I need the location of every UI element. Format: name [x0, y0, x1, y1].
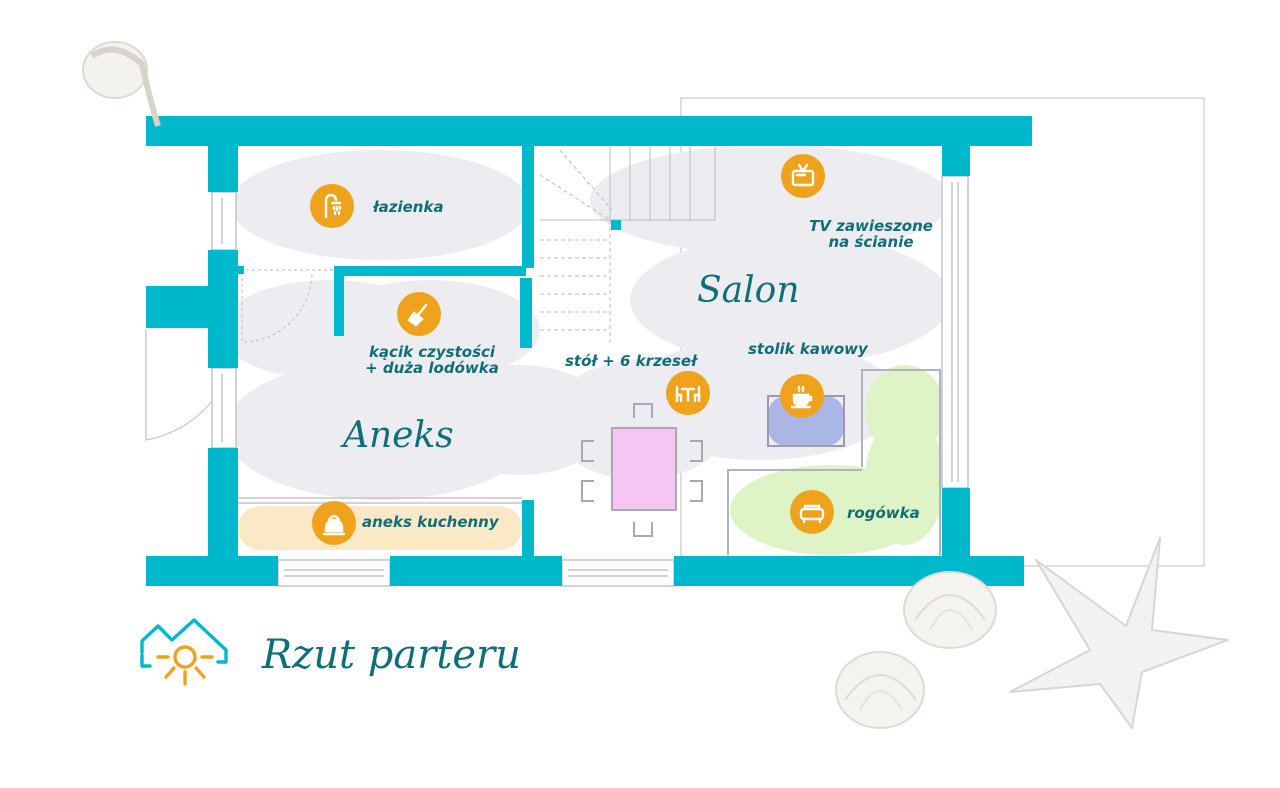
- tv-line1: TV zawieszone: [809, 217, 933, 235]
- label-tv: TV zawieszone na ścianie: [796, 218, 946, 250]
- kacik-line2: + duża lodówka: [365, 359, 499, 377]
- seashell-decoration: [82, 41, 997, 729]
- stairs: [539, 145, 716, 345]
- broom-icon: [397, 292, 441, 336]
- label-stol: stół + 6 krzeseł: [565, 352, 697, 370]
- kitchen-area: [238, 506, 522, 550]
- room-label-aneks-kuchenny: aneks kuchenny: [362, 513, 499, 531]
- room-label-salon: Salon: [697, 270, 800, 311]
- dining-table: [611, 427, 677, 511]
- floor-area: [220, 145, 950, 500]
- walls: [146, 116, 1032, 586]
- tv-icon: [781, 154, 825, 198]
- kettle-icon: [312, 501, 356, 545]
- kacik-line1: kącik czystości: [368, 343, 496, 361]
- coffee-cup-icon: [780, 374, 824, 418]
- room-label-lazienka: łazienka: [373, 198, 444, 216]
- room-label-kacik: kącik czystości + duża lodówka: [354, 344, 510, 376]
- tv-line2: na ścianie: [828, 233, 914, 251]
- page-title: Rzut parteru: [262, 632, 521, 678]
- chairs: [581, 403, 703, 537]
- logo: [140, 618, 228, 686]
- starfish-decoration: [1009, 537, 1229, 729]
- dining-table-icon: [666, 371, 710, 415]
- label-stolik: stolik kawowy: [748, 340, 868, 358]
- label-rogowka: rogówka: [847, 504, 920, 522]
- room-label-aneks: Aneks: [343, 415, 454, 456]
- sofa-icon: [790, 490, 834, 534]
- shower-icon: [310, 184, 354, 228]
